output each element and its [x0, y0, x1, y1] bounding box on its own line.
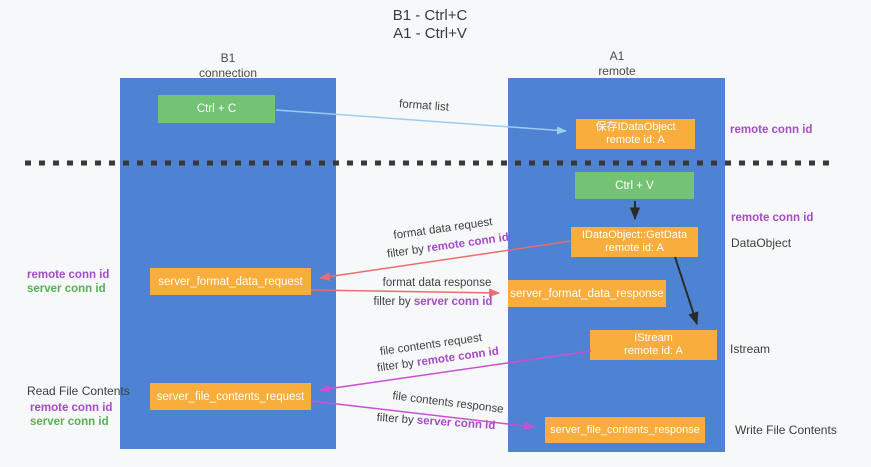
- node-idataobject-getdata: IDataObject::GetData remote id: A: [571, 227, 698, 257]
- node-save-idataobject: 保存IDataObject remote id: A: [576, 119, 695, 149]
- lane-header-a1: A1 remote: [557, 49, 677, 79]
- node-ctrl-c: Ctrl + C: [158, 95, 275, 123]
- lane-b1-title: B1: [220, 51, 236, 65]
- label-format-data-response: format data response: [382, 277, 492, 289]
- getdata-line1: IDataObject::GetData: [581, 229, 688, 241]
- lane-b1-subtitle: connection: [198, 66, 258, 80]
- ctrl-v-label: Ctrl + V: [615, 179, 654, 192]
- legend-conn-ids-bottom: remote conn id server conn id: [30, 401, 112, 429]
- annotation-dataobject: DataObject: [731, 236, 792, 250]
- server-file-contents-response-label: server_file_contents_response: [550, 423, 700, 436]
- annotation-read-file-contents: Read File Contents: [27, 384, 130, 398]
- node-server-file-contents-request: server_file_contents_request: [150, 383, 311, 410]
- filter-by-text: filter by: [386, 243, 425, 261]
- legend-server-conn-id: server conn id: [27, 283, 106, 295]
- lane-header-b1: B1 connection: [168, 51, 288, 81]
- save-idataobject-line1: 保存IDataObject: [595, 121, 676, 133]
- label-file-contents-response: file contents response: [391, 390, 505, 416]
- filter-by-text: filter by: [376, 411, 415, 427]
- server-format-data-request-label: server_format_data_request: [158, 275, 303, 288]
- diagram-title: B1 - Ctrl+C A1 - Ctrl+V: [330, 7, 530, 43]
- annotation-istream: Istream: [730, 342, 771, 356]
- filter-by-text: filter by: [373, 296, 411, 308]
- ctrl-c-label: Ctrl + C: [196, 103, 237, 115]
- server-conn-id-key: server conn id: [416, 414, 496, 433]
- lane-a1-subtitle: remote: [598, 64, 636, 78]
- node-server-format-data-request: server_format_data_request: [150, 268, 311, 295]
- lane-a1-title: A1: [609, 49, 625, 63]
- save-idataobject-line2: remote id: A: [606, 134, 665, 146]
- label-format-data-response-filter: filter by server conn id: [374, 296, 493, 308]
- annotation-remote-conn-id-mid: remote conn id: [731, 212, 814, 224]
- server-file-contents-request-label: server_file_contents_request: [156, 390, 305, 403]
- annotation-write-file-contents: Write File Contents: [735, 423, 837, 437]
- arrow-format-data-response: [310, 288, 501, 298]
- node-server-format-data-response: server_format_data_response: [508, 280, 666, 307]
- legend-remote-conn-id: remote conn id: [30, 402, 113, 414]
- server-conn-id-key: server conn id: [413, 296, 493, 308]
- label-file-contents-response-filter: filter by server conn id: [376, 412, 495, 432]
- label-format-list: format list: [398, 98, 450, 114]
- node-server-file-contents-response: server_file_contents_response: [545, 417, 705, 443]
- server-format-data-response-label: server_format_data_response: [510, 287, 664, 300]
- title-line-1: B1 - Ctrl+C: [392, 7, 468, 24]
- node-ctrl-v: Ctrl + V: [575, 172, 694, 199]
- filter-by-text: filter by: [376, 357, 415, 375]
- annotation-remote-conn-id-top: remote conn id: [730, 124, 813, 136]
- legend-conn-ids-top: remote conn id server conn id: [27, 268, 109, 296]
- title-line-2: A1 - Ctrl+V: [393, 25, 467, 42]
- istream-line1: IStream: [634, 332, 673, 344]
- node-istream: IStream remote id: A: [590, 330, 717, 360]
- legend-remote-conn-id: remote conn id: [27, 269, 110, 281]
- istream-line2: remote id: A: [624, 345, 683, 357]
- getdata-line2: remote id: A: [605, 242, 664, 254]
- legend-server-conn-id: server conn id: [30, 416, 109, 428]
